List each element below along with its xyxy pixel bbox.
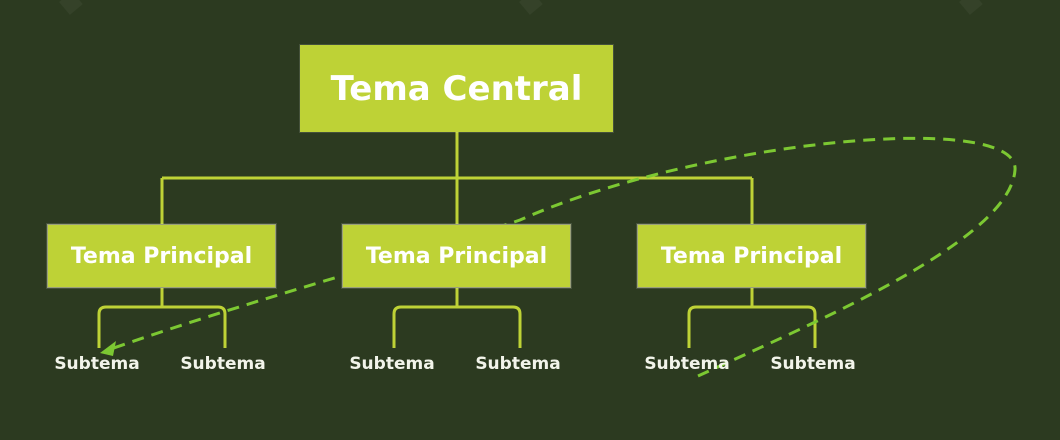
central-topic-label: Tema Central (330, 68, 583, 109)
main-topic-2[interactable]: Tema Principal (342, 224, 571, 288)
central-topic[interactable]: Tema Central (300, 45, 613, 132)
subtopic-1-2[interactable]: Subtema (180, 354, 266, 374)
connector-sub-bracket-1 (97, 305, 227, 348)
relationship-arrowhead-icon (100, 341, 116, 356)
main-topic-label: Tema Principal (660, 243, 843, 269)
main-topic-3[interactable]: Tema Principal (637, 224, 866, 288)
main-topic-1[interactable]: Tema Principal (47, 224, 276, 288)
subtopic-1-1[interactable]: Subtema (54, 354, 140, 374)
subtopic-3-1[interactable]: Subtema (644, 354, 730, 374)
subtopic-2-2[interactable]: Subtema (475, 354, 561, 374)
main-topic-label: Tema Principal (365, 243, 548, 269)
subtopic-2-1[interactable]: Subtema (349, 354, 435, 374)
connector-sub-bracket-3 (687, 305, 817, 348)
subtopic-3-2[interactable]: Subtema (770, 354, 856, 374)
connector-sub-bracket-2 (392, 305, 522, 348)
main-topic-label: Tema Principal (70, 243, 253, 269)
